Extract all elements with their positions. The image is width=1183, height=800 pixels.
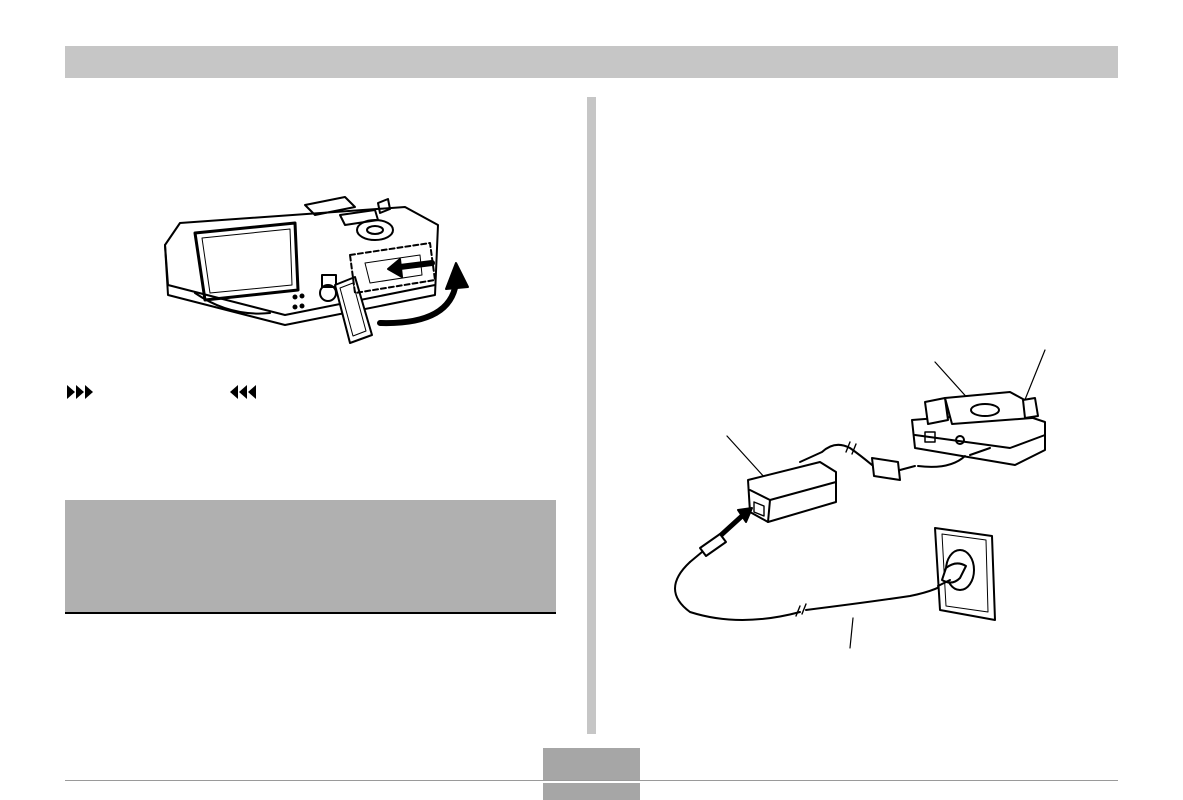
note-box	[65, 500, 556, 614]
note-marker-left-arrows-icon	[230, 385, 256, 399]
page-number-tab-bottom	[543, 783, 640, 800]
footer-line	[65, 780, 1118, 781]
note-marker-right-arrows-icon	[67, 385, 93, 399]
page-number-tab	[543, 748, 640, 780]
camera-battery-cover-icon	[164, 196, 469, 344]
column-divider	[587, 97, 596, 734]
header-bar	[65, 46, 1118, 78]
cradle-ac-adaptor-icon	[674, 349, 1046, 649]
